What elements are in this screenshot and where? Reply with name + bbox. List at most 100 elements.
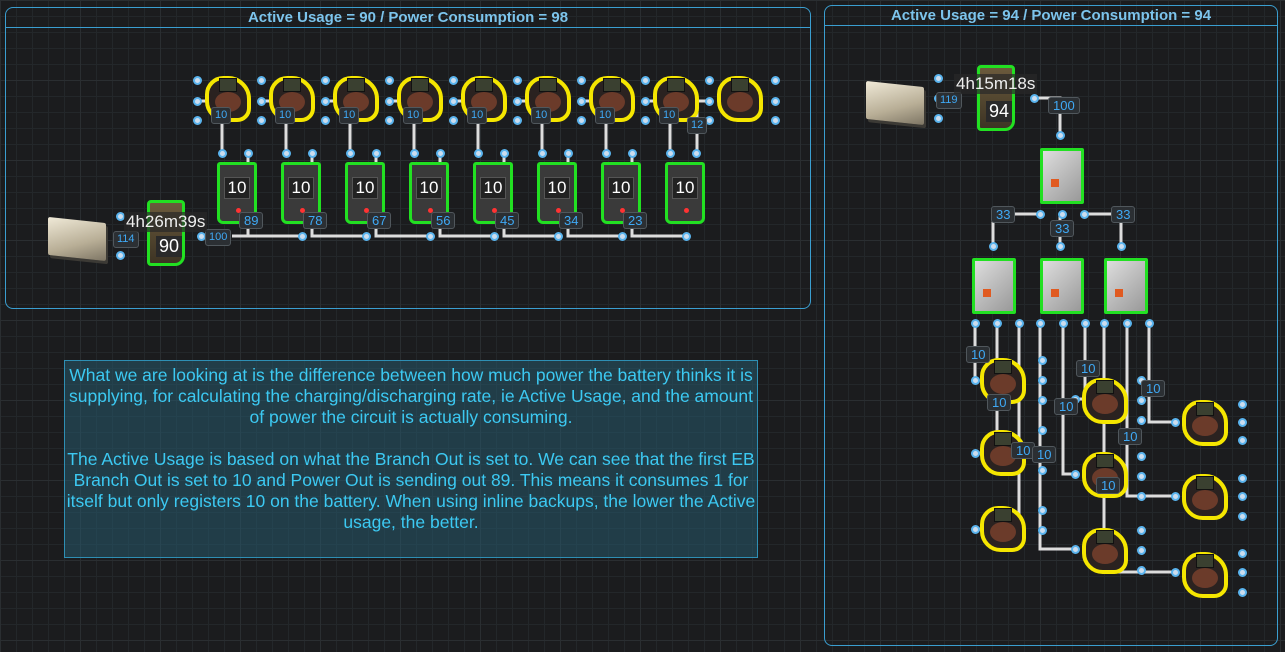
connection-port[interactable]: [1038, 396, 1047, 405]
connection-port[interactable]: [1058, 210, 1067, 219]
connection-port[interactable]: [1137, 492, 1146, 501]
connection-port[interactable]: [577, 97, 586, 106]
connection-port[interactable]: [989, 242, 998, 251]
connection-port[interactable]: [1038, 506, 1047, 515]
connection-port[interactable]: [1238, 400, 1247, 409]
electrical-branch[interactable]: [1104, 258, 1148, 314]
connection-port[interactable]: [257, 97, 266, 106]
connection-port[interactable]: [385, 76, 394, 85]
connection-port[interactable]: [1238, 549, 1247, 558]
auto-turret[interactable]: [1180, 392, 1230, 450]
connection-port[interactable]: [449, 76, 458, 85]
auto-turret[interactable]: [1180, 544, 1230, 602]
connection-port[interactable]: [1038, 526, 1047, 535]
connection-port[interactable]: [513, 97, 522, 106]
connection-port[interactable]: [1137, 472, 1146, 481]
connection-port[interactable]: [282, 149, 291, 158]
connection-port[interactable]: [705, 97, 714, 106]
connection-port[interactable]: [1238, 436, 1247, 445]
connection-port[interactable]: [116, 251, 125, 260]
connection-port[interactable]: [513, 76, 522, 85]
connection-port[interactable]: [971, 376, 980, 385]
auto-turret[interactable]: [978, 498, 1028, 556]
connection-port[interactable]: [1056, 131, 1065, 140]
connection-port[interactable]: [1137, 452, 1146, 461]
connection-port[interactable]: [771, 76, 780, 85]
connection-port[interactable]: [218, 149, 227, 158]
connection-port[interactable]: [1171, 418, 1180, 427]
connection-port[interactable]: [1100, 319, 1109, 328]
connection-port[interactable]: [1238, 492, 1247, 501]
electrical-branch[interactable]: 10: [409, 162, 449, 224]
connection-port[interactable]: [641, 76, 650, 85]
connection-port[interactable]: [449, 97, 458, 106]
connection-port[interactable]: [993, 319, 1002, 328]
connection-port[interactable]: [321, 76, 330, 85]
connection-port[interactable]: [1056, 242, 1065, 251]
connection-port[interactable]: [1030, 94, 1039, 103]
connection-port[interactable]: [385, 116, 394, 125]
connection-port[interactable]: [1238, 588, 1247, 597]
connection-port[interactable]: [577, 76, 586, 85]
large-battery-icon[interactable]: [48, 216, 106, 262]
auto-turret[interactable]: [715, 68, 765, 126]
connection-port[interactable]: [193, 76, 202, 85]
connection-port[interactable]: [602, 149, 611, 158]
connection-port[interactable]: [193, 116, 202, 125]
connection-port[interactable]: [346, 149, 355, 158]
connection-port[interactable]: [771, 97, 780, 106]
connection-port[interactable]: [628, 149, 637, 158]
auto-turret[interactable]: [1080, 520, 1130, 578]
connection-port[interactable]: [308, 149, 317, 158]
connection-port[interactable]: [1015, 319, 1024, 328]
large-battery-icon[interactable]: [866, 80, 924, 126]
connection-port[interactable]: [971, 525, 980, 534]
root-branch[interactable]: [1040, 148, 1084, 204]
battery-cell[interactable]: 90: [147, 200, 185, 266]
connection-port[interactable]: [1117, 242, 1126, 251]
connection-port[interactable]: [705, 76, 714, 85]
connection-port[interactable]: [1171, 492, 1180, 501]
connection-port[interactable]: [666, 149, 675, 158]
connection-port[interactable]: [474, 149, 483, 158]
connection-port[interactable]: [1071, 545, 1080, 554]
connection-port[interactable]: [771, 116, 780, 125]
connection-port[interactable]: [971, 319, 980, 328]
connection-port[interactable]: [1081, 319, 1090, 328]
connection-port[interactable]: [1238, 512, 1247, 521]
connection-port[interactable]: [490, 232, 499, 241]
electrical-branch[interactable]: 10: [665, 162, 705, 224]
connection-port[interactable]: [1238, 474, 1247, 483]
connection-port[interactable]: [618, 232, 627, 241]
connection-port[interactable]: [1036, 319, 1045, 328]
electrical-branch[interactable]: 10: [537, 162, 577, 224]
connection-port[interactable]: [1123, 319, 1132, 328]
connection-port[interactable]: [298, 232, 307, 241]
connection-port[interactable]: [426, 232, 435, 241]
connection-port[interactable]: [554, 232, 563, 241]
connection-port[interactable]: [513, 116, 522, 125]
connection-port[interactable]: [385, 97, 394, 106]
electrical-branch[interactable]: [972, 258, 1016, 314]
connection-port[interactable]: [449, 116, 458, 125]
connection-port[interactable]: [538, 149, 547, 158]
connection-port[interactable]: [410, 149, 419, 158]
connection-port[interactable]: [1238, 418, 1247, 427]
connection-port[interactable]: [244, 149, 253, 158]
connection-port[interactable]: [193, 97, 202, 106]
connection-port[interactable]: [257, 116, 266, 125]
connection-port[interactable]: [1080, 210, 1089, 219]
electrical-branch[interactable]: [1040, 258, 1084, 314]
connection-port[interactable]: [564, 149, 573, 158]
connection-port[interactable]: [321, 116, 330, 125]
connection-port[interactable]: [321, 97, 330, 106]
connection-port[interactable]: [1137, 546, 1146, 555]
connection-port[interactable]: [641, 116, 650, 125]
connection-port[interactable]: [1137, 526, 1146, 535]
connection-port[interactable]: [1238, 568, 1247, 577]
connection-port[interactable]: [1038, 356, 1047, 365]
connection-port[interactable]: [971, 449, 980, 458]
auto-turret[interactable]: [1080, 370, 1130, 428]
connection-port[interactable]: [1137, 396, 1146, 405]
connection-port[interactable]: [934, 74, 943, 83]
